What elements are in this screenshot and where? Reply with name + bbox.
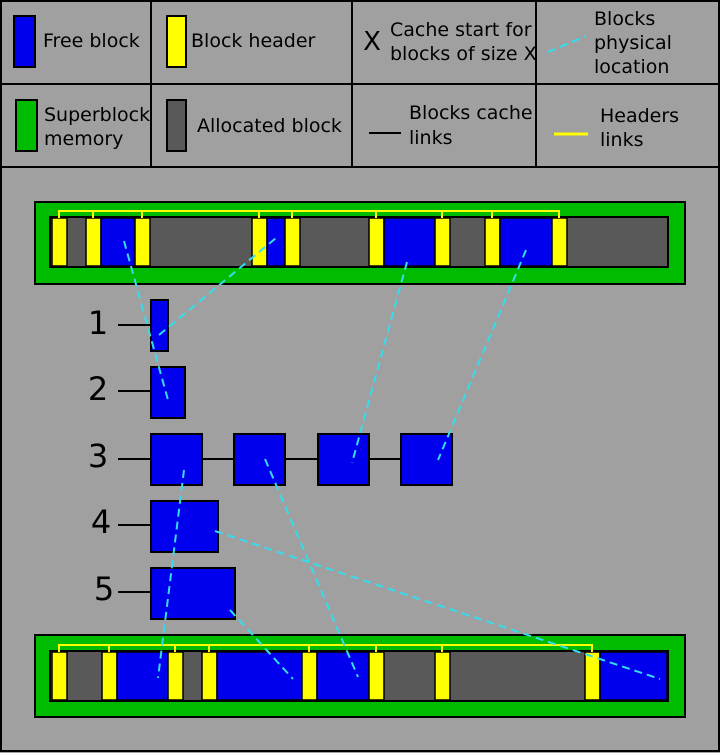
block-header bbox=[368, 217, 385, 267]
cache-size-label-2: 2 bbox=[88, 370, 108, 408]
legend-cache-links-line2: links bbox=[409, 127, 453, 149]
cached-free-block bbox=[317, 433, 370, 486]
block-header bbox=[51, 651, 68, 701]
block-header bbox=[301, 651, 318, 701]
size-caches: 1 2 3 4 5 bbox=[88, 299, 453, 620]
legend-superblock-line2: memory bbox=[44, 128, 123, 150]
block-header bbox=[368, 651, 385, 701]
legend-physical-line2: physical bbox=[594, 32, 672, 54]
legend bbox=[0, 0, 720, 168]
legend-headers-links-line2: links bbox=[600, 129, 644, 151]
block-header bbox=[434, 651, 451, 701]
superblock-top bbox=[34, 201, 686, 285]
block-header-swatch bbox=[166, 15, 187, 68]
block-header bbox=[85, 217, 102, 267]
free-block bbox=[599, 651, 668, 701]
physical-link bbox=[123, 240, 169, 401]
legend-cache-links-line1: Blocks cache bbox=[409, 102, 533, 124]
cached-free-block bbox=[150, 567, 236, 620]
legend-allocated-block: Allocated block bbox=[197, 115, 342, 137]
legend-physical-line1: Blocks bbox=[594, 8, 655, 30]
cached-free-block bbox=[150, 500, 219, 553]
free-block-swatch bbox=[13, 15, 36, 68]
header-link bbox=[491, 210, 560, 218]
physical-link bbox=[437, 249, 527, 461]
legend-physical-line3: location bbox=[594, 56, 669, 78]
superblock-swatch bbox=[15, 99, 38, 152]
cache-size-label-5: 5 bbox=[94, 570, 114, 608]
diagram-frame bbox=[0, 166, 720, 752]
legend-superblock-line1: Superblock bbox=[44, 104, 150, 126]
block-header bbox=[134, 217, 151, 267]
legend-free-block: Free block bbox=[43, 30, 140, 52]
superblock-bottom bbox=[34, 634, 686, 718]
legend-block-header: Block header bbox=[191, 30, 316, 52]
cache-start-symbol: X bbox=[363, 27, 381, 57]
legend-cache-start-line2: blocks of size X bbox=[390, 43, 537, 65]
free-block bbox=[116, 651, 169, 701]
physical-link bbox=[214, 530, 661, 680]
block-header bbox=[101, 651, 118, 701]
block-header bbox=[201, 651, 218, 701]
physical-link-swatch bbox=[547, 35, 587, 53]
physical-link bbox=[351, 261, 408, 464]
block-header bbox=[251, 217, 268, 267]
cache-size-label-4: 4 bbox=[91, 503, 111, 541]
header-link bbox=[441, 644, 593, 652]
block-header bbox=[51, 217, 68, 267]
physical-link bbox=[157, 469, 185, 679]
physical-link bbox=[264, 458, 359, 678]
physical-location-links bbox=[123, 237, 661, 680]
cached-free-block bbox=[150, 299, 169, 352]
block-header bbox=[284, 217, 301, 267]
free-block bbox=[216, 651, 303, 701]
free-block bbox=[499, 217, 553, 267]
block-header bbox=[167, 651, 184, 701]
allocated-block-swatch bbox=[166, 99, 187, 152]
cache-size-label-3: 3 bbox=[88, 437, 108, 475]
cached-free-block bbox=[150, 366, 186, 419]
physical-link bbox=[229, 609, 294, 680]
cached-free-block bbox=[233, 433, 286, 486]
legend-cache-start-line1: Cache start for bbox=[390, 19, 532, 41]
block-header bbox=[551, 217, 568, 267]
cache-size-label-1: 1 bbox=[88, 304, 108, 342]
legend-headers-links-line1: Headers bbox=[600, 105, 679, 127]
free-block bbox=[316, 651, 370, 701]
block-header bbox=[434, 217, 451, 267]
cached-free-block bbox=[400, 433, 453, 486]
cached-free-block bbox=[150, 433, 203, 486]
block-header bbox=[484, 217, 501, 267]
free-block bbox=[383, 217, 436, 267]
